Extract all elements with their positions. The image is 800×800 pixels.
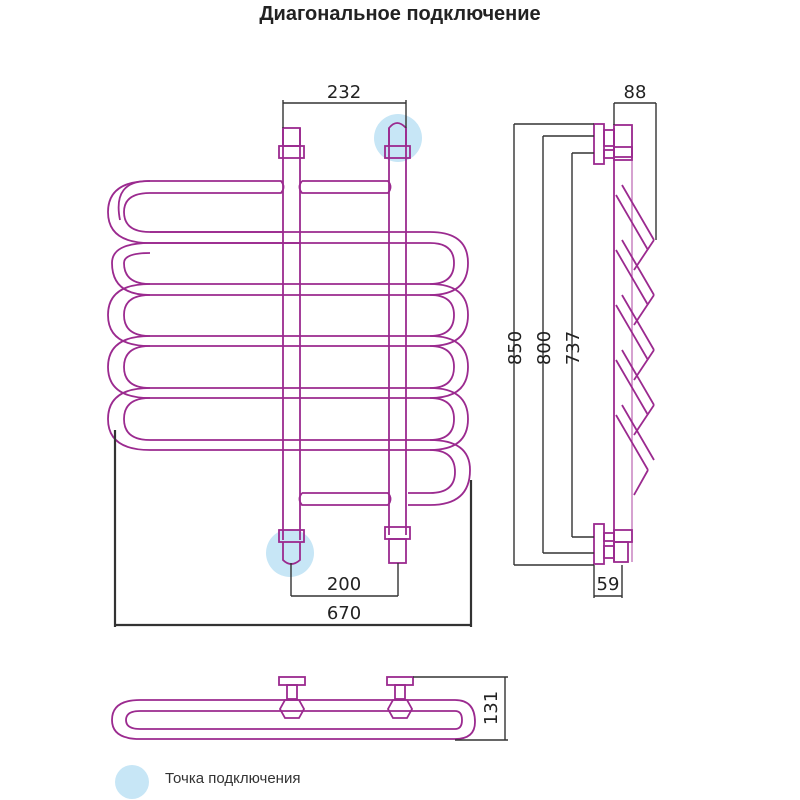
dim-200: 200 (327, 574, 361, 595)
right-riser (384, 122, 411, 564)
dim-800: 800 (534, 331, 555, 365)
front-view (107, 122, 471, 565)
bottom-view-fitting-left (278, 676, 306, 719)
side-diagonal-bars (615, 184, 655, 496)
connection-point-top (374, 114, 422, 162)
towel-loops (107, 180, 471, 506)
front-dimensions (113, 100, 473, 627)
side-dimensions (513, 102, 657, 598)
left-riser (278, 127, 305, 565)
diagram-title: Диагональное подключение (259, 3, 541, 25)
legend-label: Точка подключения (165, 770, 301, 787)
dim-131: 131 (481, 691, 502, 725)
side-view (593, 123, 655, 565)
dim-850: 850 (505, 331, 526, 365)
dim-88: 88 (624, 82, 647, 103)
dim-737: 737 (563, 331, 584, 365)
dim-670: 670 (327, 603, 361, 624)
legend-connection-marker (115, 765, 149, 799)
dim-59: 59 (597, 574, 620, 595)
bottom-view-fitting-right (386, 676, 414, 719)
bottom-view (111, 676, 508, 741)
connection-point-bottom (266, 529, 314, 577)
dim-232: 232 (327, 82, 361, 103)
